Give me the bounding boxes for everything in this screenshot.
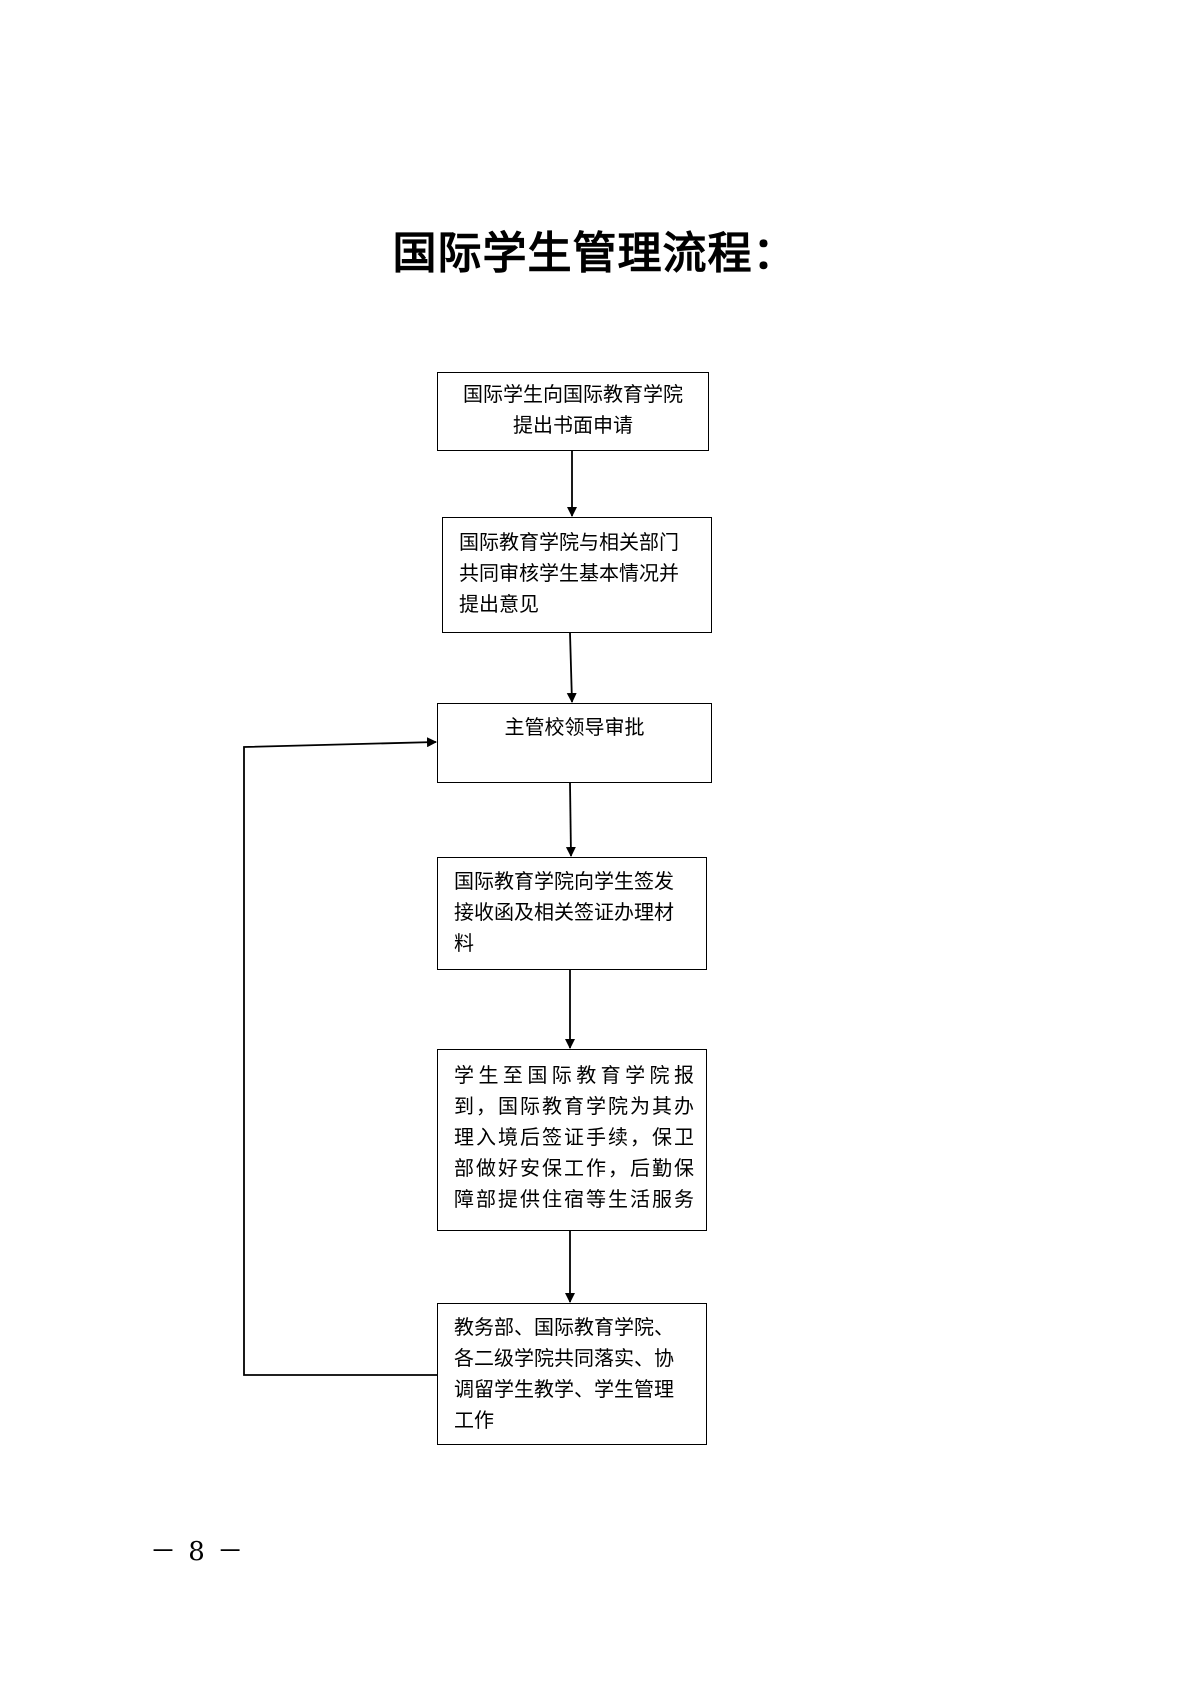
flow-step-text: 主管校领导审批 (504, 715, 645, 739)
flow-step-text: 国际教育学院向学生签发 接收函及相关签证办理材 料 (454, 869, 674, 955)
feedback-arrow-step6-to-step3 (243, 737, 437, 1376)
flow-step-registration: 学生至国际教育学院报 到，国际教育学院为其办 理入境后签证手续，保卫 部做好安保… (437, 1049, 707, 1231)
arrow-step2-to-step3 (566, 632, 577, 703)
flow-step-text: 国际教育学院与相关部门 共同审核学生基本情况并 提出意见 (459, 530, 679, 616)
flow-step-review: 国际教育学院与相关部门 共同审核学生基本情况并 提出意见 (442, 517, 712, 633)
flow-step-text: 学生至国际教育学院报 到，国际教育学院为其办 理入境后签证手续，保卫 部做好安保… (454, 1063, 694, 1211)
page-number: － 8 － (150, 1537, 246, 1567)
flow-step-implementation: 教务部、国际教育学院、 各二级学院共同落实、协 调留学生教学、学生管理 工作 (437, 1303, 707, 1445)
flow-step-text: 教务部、国际教育学院、 各二级学院共同落实、协 调留学生教学、学生管理 工作 (454, 1315, 674, 1432)
flow-step-apply: 国际学生向国际教育学院 提出书面申请 (437, 372, 709, 451)
flow-step-text: 国际学生向国际教育学院 提出书面申请 (463, 382, 683, 437)
arrow-step3-to-step4 (565, 782, 576, 857)
flow-step-approval: 主管校领导审批 (437, 703, 712, 783)
flow-step-issue-letter: 国际教育学院向学生签发 接收函及相关签证办理材 料 (437, 857, 707, 970)
page-title: 国际学生管理流程： (392, 228, 798, 279)
